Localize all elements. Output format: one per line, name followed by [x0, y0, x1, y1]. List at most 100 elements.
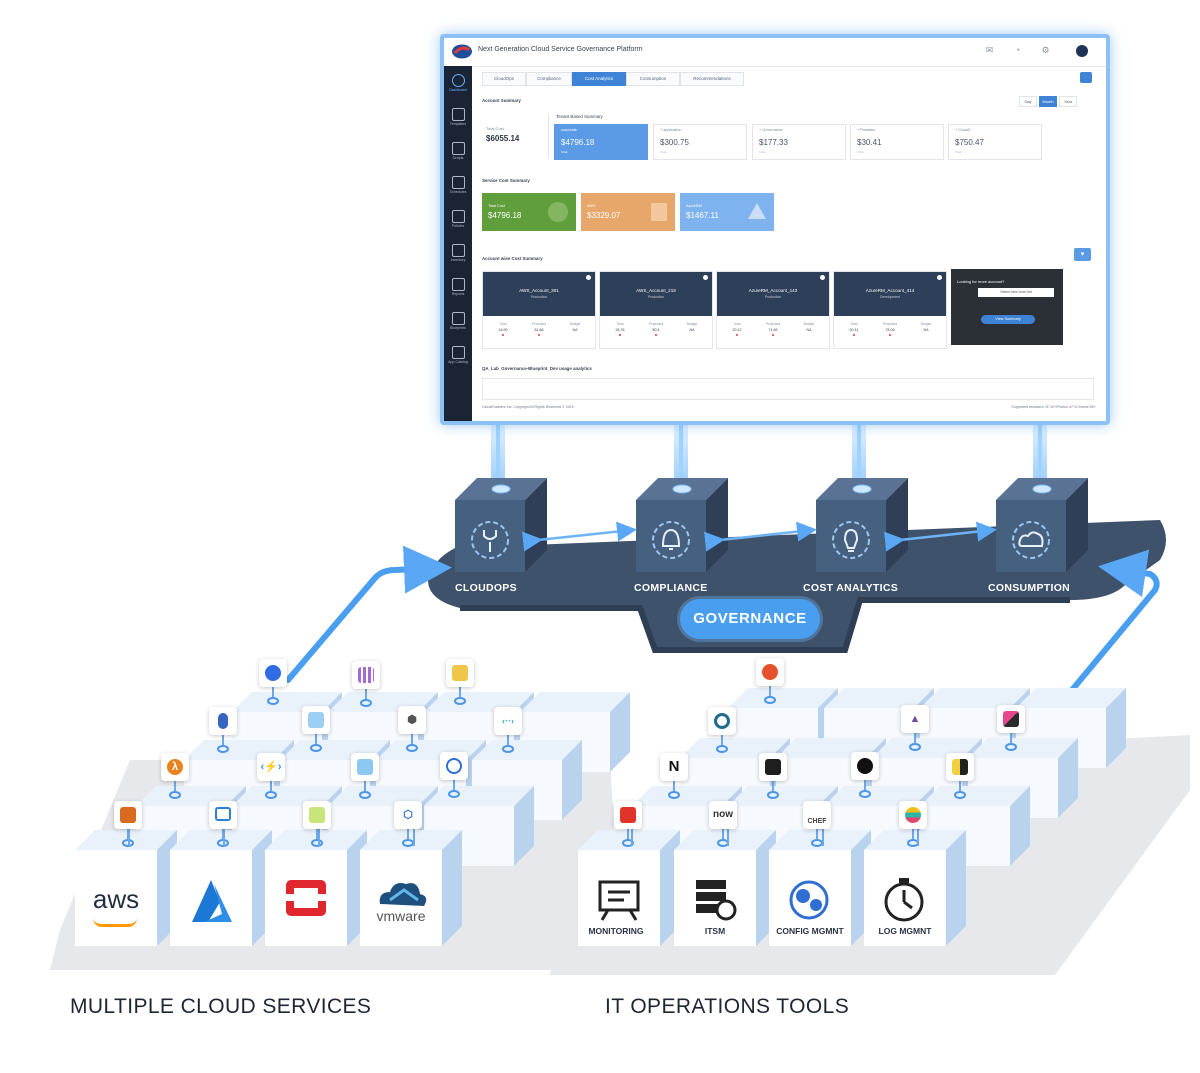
sidebar-item-blueprints[interactable]: Blueprints	[444, 310, 472, 340]
governance-label: GOVERNANCE	[693, 610, 807, 627]
mail-icon[interactable]: ✉	[985, 45, 994, 55]
footer-copyright: CloudEnablers Inc. Copyright All Rights …	[482, 405, 574, 409]
tenant-summary-title: Tenant Based Summary	[556, 114, 603, 119]
server-gear-icon	[696, 880, 737, 921]
blob-storage-icon	[351, 753, 379, 781]
module-label-compliance: COMPLIANCE	[634, 582, 708, 594]
service-card-aws[interactable]: AWS$3329.07	[581, 193, 675, 231]
account-summary-title: Account Summary	[482, 98, 521, 103]
azure-functions-icon: ‹⚡›	[257, 753, 285, 781]
dashboard-title: Next Generation Cloud Service Governance…	[478, 46, 643, 53]
config-mgmnt-category-cube	[769, 850, 851, 946]
module-icons	[471, 521, 1050, 559]
sidebar-item-dashboard[interactable]: Dashboard	[444, 72, 472, 102]
storage-icon	[302, 706, 330, 734]
icon-socket-24	[717, 839, 729, 847]
icon-socket-4	[310, 744, 322, 752]
governance-platform	[428, 520, 1166, 653]
icon-socket-9	[359, 791, 371, 799]
monitoring-label: MONITORING	[588, 926, 644, 936]
zendesk-icon	[614, 801, 642, 829]
service-card-total[interactable]: Total Cost$4796.18	[482, 193, 576, 231]
tab-consumption[interactable]: Consumption	[626, 72, 680, 86]
icon-socket-10	[448, 790, 460, 798]
tab-settings-button[interactable]	[1080, 72, 1092, 83]
dashboard-topbar: Next Generation Cloud Service Governance…	[444, 38, 1106, 67]
icon-socket-3	[217, 745, 229, 753]
virtual-machine-icon-alt	[303, 801, 331, 829]
config-mgmnt-label: CONFIG MGMNT	[776, 926, 844, 936]
config-gears-icon	[789, 880, 829, 920]
period-day-button[interactable]: Day	[1019, 96, 1037, 107]
aws-box-icon	[651, 203, 667, 221]
account-select[interactable]: Select Item from list	[978, 288, 1054, 297]
view-summary-button[interactable]: View Summary	[981, 315, 1035, 324]
filter-button[interactable]: ▾	[1074, 248, 1091, 261]
sidebar-item-reports[interactable]: Reports	[444, 276, 472, 306]
icon-socket-15	[764, 696, 776, 704]
dashboard-sidebar: Dashboard Templates Scripts Schedules Po…	[444, 66, 472, 421]
cluster-icon	[352, 661, 380, 689]
icon-socket-17	[909, 743, 921, 751]
tab-recommendations[interactable]: Recommendations	[680, 72, 744, 86]
tab-compliance[interactable]: Compliance	[526, 72, 572, 86]
tab-cost-analytics[interactable]: Cost Analytics	[572, 72, 626, 86]
icon-socket-25	[811, 839, 823, 847]
sidebar-item-app-catalog[interactable]: App Catalog	[444, 344, 472, 374]
bell-icon[interactable]: ◔	[1014, 45, 1021, 55]
sidebar-item-schedules[interactable]: Schedules	[444, 174, 472, 204]
scale-sets-icon: ⬡	[394, 801, 422, 829]
account-summary-heading: Account wise Cost Summary	[482, 256, 543, 261]
ansible-tower-icon: ▲	[901, 705, 929, 733]
schedule-icon	[452, 176, 465, 189]
more-accounts-question: Looking for more account?	[957, 279, 1005, 284]
sidebar-item-inventory[interactable]: Inventory	[444, 242, 472, 272]
icon-socket-22	[954, 791, 966, 799]
sidebar-item-templates[interactable]: Templates	[444, 106, 472, 136]
azure-logo-icon	[192, 880, 232, 922]
icon-socket-5	[406, 744, 418, 752]
elasticsearch-icon	[899, 801, 927, 829]
total-cost-value: $6055.14	[486, 134, 520, 143]
period-month-button[interactable]: Month	[1039, 96, 1057, 107]
tab-cloudops[interactable]: CloudOps	[482, 72, 526, 86]
sidebar-item-policies[interactable]: Policies	[444, 208, 472, 238]
icon-socket-19	[668, 791, 680, 799]
aws-provider-cube: aws	[75, 850, 157, 946]
it-tools-caption: IT OPERATIONS TOOLS	[605, 995, 850, 1018]
stopwatch-icon	[884, 878, 924, 922]
lambda-icon: λ	[161, 753, 189, 781]
icon-socket-20	[767, 791, 779, 799]
period-year-button[interactable]: Year	[1059, 96, 1077, 107]
user-avatar[interactable]	[1076, 45, 1088, 57]
service-card-azurerm[interactable]: AzureRM$1467.11	[680, 193, 774, 231]
icon-socket-14	[402, 839, 414, 847]
log-mgmnt-label: LOG MGMNT	[878, 926, 932, 936]
gauge-icon	[452, 74, 465, 87]
itsm-label: ITSM	[704, 926, 726, 936]
cloud-policy-icon	[452, 210, 465, 223]
platform-dashboard-window: Next Generation Cloud Service Governance…	[440, 34, 1110, 425]
kibana-icon	[997, 705, 1025, 733]
icon-socket-0	[267, 697, 279, 705]
ansible-icon	[851, 752, 879, 780]
cloud-function-icon	[446, 659, 474, 687]
icon-socket-21	[859, 790, 871, 798]
usage-analytics-panel	[482, 378, 1094, 400]
governance-badge	[680, 599, 820, 639]
sidebar-item-scripts[interactable]: Scripts	[444, 140, 472, 170]
prometheus-icon	[756, 658, 784, 686]
virtual-machine-icon	[209, 801, 237, 829]
settings-icon[interactable]: ⚙	[1041, 45, 1050, 55]
platform-logo	[452, 44, 472, 59]
